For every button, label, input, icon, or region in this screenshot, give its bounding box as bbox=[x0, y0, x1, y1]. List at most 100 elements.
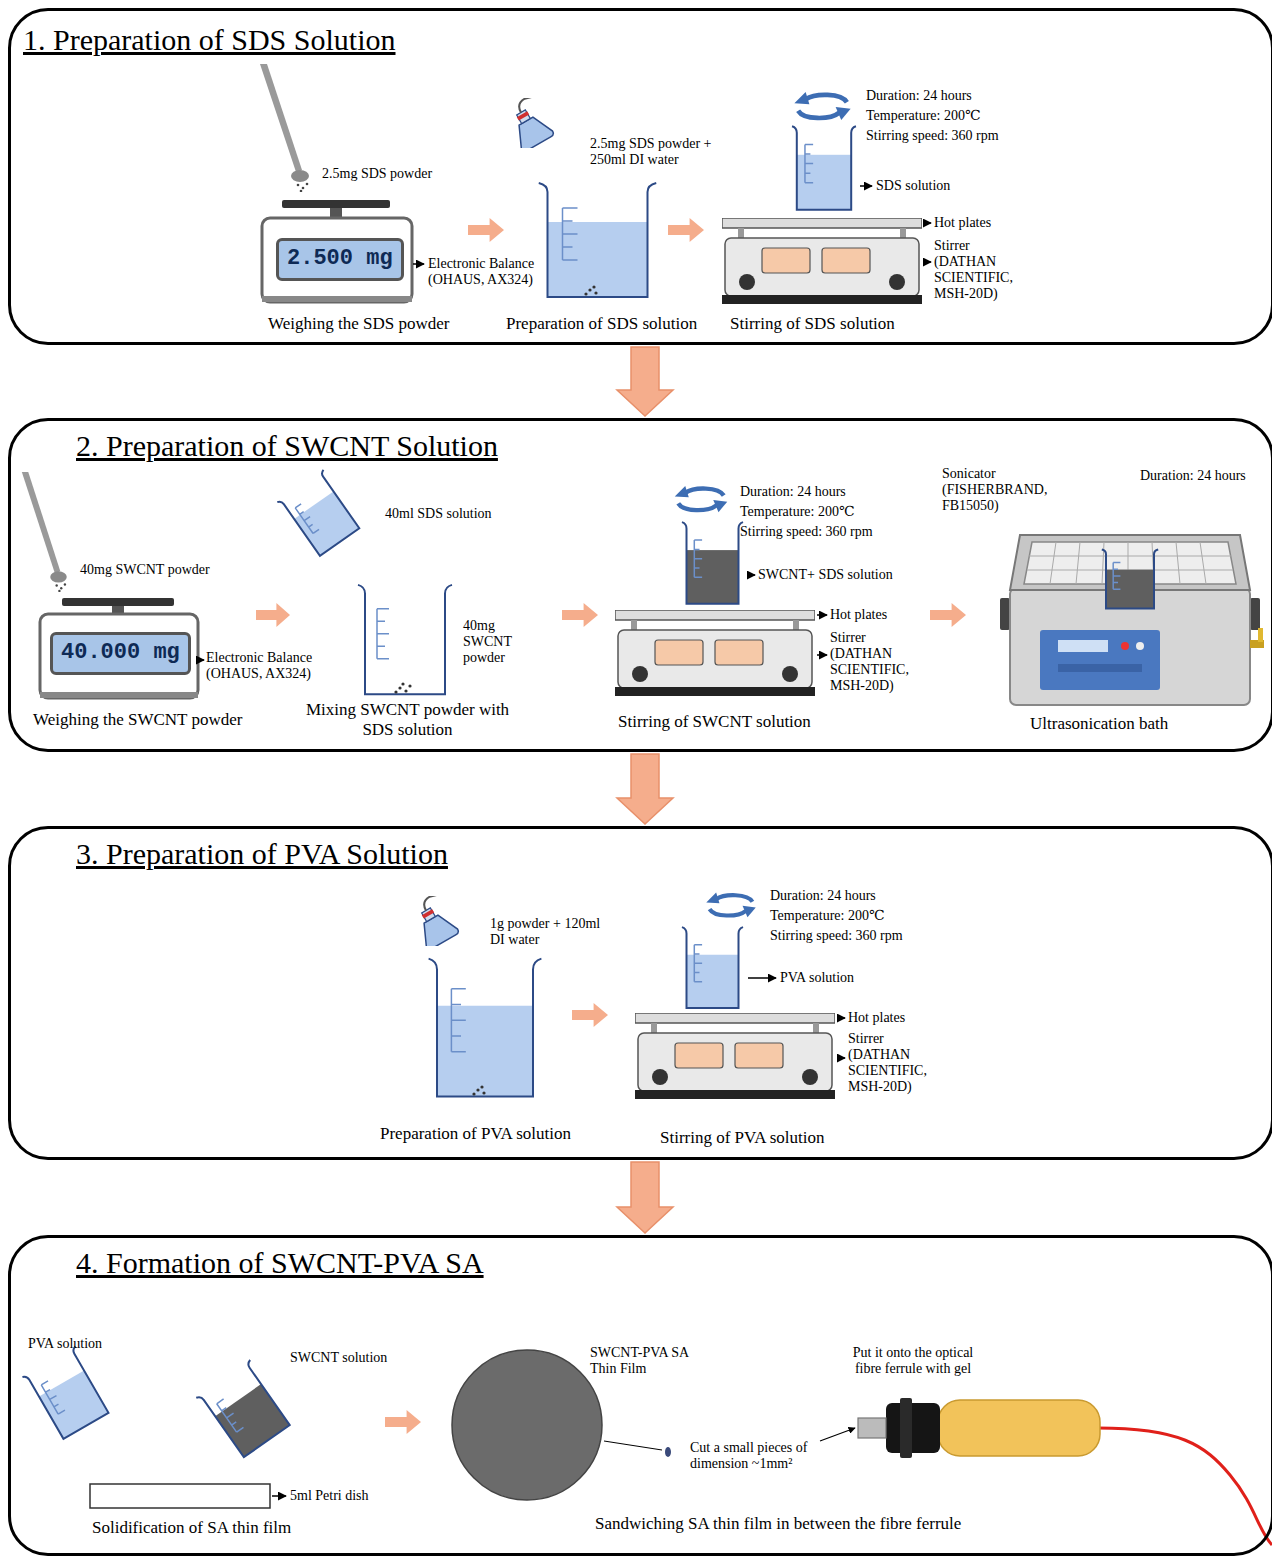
annotation-label: SWCNT+ SDS solution bbox=[758, 567, 893, 583]
flow-arrow bbox=[617, 1162, 673, 1233]
step-panel: 4. Formation of SWCNT-PVA SA bbox=[8, 1235, 1272, 1556]
beaker bbox=[394, 690, 397, 693]
step-panel: 2. Preparation of SWCNT Solution40.000 m… bbox=[8, 418, 1272, 752]
beaker bbox=[358, 585, 452, 694]
fibre-connector bbox=[886, 1403, 940, 1453]
panel-heading: 3. Preparation of PVA Solution bbox=[76, 837, 448, 872]
flow-arrow bbox=[930, 603, 966, 627]
leader-line bbox=[748, 977, 776, 979]
beaker bbox=[682, 927, 743, 1008]
flow-arrow bbox=[468, 218, 504, 242]
flow-arrow bbox=[468, 218, 504, 242]
step-caption: Weighing the SWCNT powder bbox=[33, 710, 242, 730]
leader-line bbox=[923, 261, 931, 263]
step-caption: Stirring of SWCNT solution bbox=[618, 712, 811, 732]
annotation-label: Duration: 24 hours bbox=[866, 88, 972, 104]
balance bbox=[262, 200, 412, 302]
balance-display: 2.500 mg bbox=[276, 238, 404, 281]
fibre-connector bbox=[900, 1398, 912, 1458]
fibre-connector bbox=[858, 1418, 886, 1438]
leader-line bbox=[860, 185, 872, 187]
annotation-label: Temperature: 200℃ bbox=[770, 908, 885, 924]
beaker bbox=[476, 1088, 479, 1091]
balance bbox=[262, 218, 412, 302]
leader-line bbox=[817, 654, 827, 656]
annotation-label: Stirrer (DATHAN SCIENTIFIC, MSH-20D) bbox=[848, 1031, 948, 1095]
annotation-label: Electronic Balance (OHAUS, AX324) bbox=[428, 256, 553, 288]
sonicator bbox=[1258, 628, 1263, 642]
leader-line bbox=[604, 1441, 662, 1450]
balance-display: 40.000 mg bbox=[50, 632, 191, 675]
fibre-connector bbox=[938, 1400, 1100, 1456]
wash-bottle bbox=[500, 92, 559, 153]
flow-arrow bbox=[930, 603, 966, 627]
annotation-label: 40mg SWCNT powder bbox=[80, 562, 210, 578]
sonicator bbox=[1121, 642, 1129, 650]
annotation-label: 2.5mg SDS powder + 250ml DI water bbox=[590, 136, 740, 168]
wash-bottle bbox=[405, 890, 464, 951]
annotation-label: SWCNT-PVA SA Thin Film bbox=[590, 1345, 710, 1377]
beaker bbox=[1102, 550, 1158, 609]
annotation-label: Hot plates bbox=[934, 215, 991, 231]
leader-line bbox=[817, 614, 827, 616]
step-caption: Sandwiching SA thin film in between the … bbox=[595, 1514, 961, 1534]
beaker bbox=[539, 183, 657, 297]
balance bbox=[282, 200, 390, 208]
step-caption: Stirring of PVA solution bbox=[660, 1128, 825, 1148]
leader-line bbox=[413, 263, 424, 265]
annotation-label: Sonicator (FISHERBRAND, FB15050) bbox=[942, 466, 1067, 514]
rotation-icon bbox=[794, 92, 850, 120]
flow-arrow bbox=[572, 1003, 608, 1027]
step-panel: 1. Preparation of SDS Solution 2.500 mg bbox=[8, 8, 1272, 345]
step-caption: Solidification of SA thin film bbox=[92, 1518, 291, 1538]
beaker bbox=[277, 470, 362, 558]
balance bbox=[262, 296, 412, 302]
flow-arrow bbox=[385, 1410, 421, 1434]
annotation-label: Temperature: 200℃ bbox=[866, 108, 981, 124]
sonicator bbox=[1000, 598, 1010, 630]
annotation-label: SWCNT solution bbox=[290, 1350, 387, 1366]
stirrer bbox=[722, 218, 922, 304]
leader-line bbox=[199, 659, 204, 661]
beaker bbox=[682, 522, 743, 604]
stirrer bbox=[635, 1013, 835, 1099]
flow-arrow bbox=[385, 1410, 421, 1434]
flow-arrow bbox=[668, 218, 704, 242]
balance bbox=[40, 614, 198, 698]
beaker bbox=[592, 285, 595, 288]
leader-line bbox=[747, 574, 755, 576]
annotation-label: Hot plates bbox=[848, 1010, 905, 1026]
annotation-label: Hot plates bbox=[830, 607, 887, 623]
beaker bbox=[196, 1360, 293, 1460]
flow-arrow bbox=[256, 603, 290, 627]
display-reading: 40.000 mg bbox=[61, 640, 180, 666]
beaker bbox=[22, 1346, 112, 1441]
stirrer bbox=[722, 218, 922, 304]
flow-arrow bbox=[562, 603, 598, 627]
flow-arrow bbox=[668, 218, 704, 242]
sonicator bbox=[1040, 630, 1160, 690]
step-panel: 3. Preparation of PVA Solution bbox=[8, 826, 1272, 1160]
annotation-label: PVA solution bbox=[28, 1336, 102, 1352]
flow-arrow bbox=[617, 754, 673, 824]
balance bbox=[40, 598, 198, 698]
stirrer bbox=[635, 1013, 835, 1099]
flow-arrow bbox=[562, 603, 598, 627]
annotation-label: Duration: 24 hours bbox=[770, 888, 876, 904]
beaker bbox=[429, 959, 542, 1097]
panel-heading: 1. Preparation of SDS Solution bbox=[23, 23, 396, 58]
beaker bbox=[398, 686, 401, 689]
annotation-label: Stirring speed: 360 rpm bbox=[770, 928, 903, 944]
rotation-icon bbox=[794, 92, 850, 120]
beaker bbox=[682, 927, 743, 1008]
panel-heading: 4. Formation of SWCNT-PVA SA bbox=[76, 1246, 484, 1281]
balance bbox=[40, 692, 198, 698]
leader-line bbox=[837, 1017, 845, 1019]
display-reading: 2.500 mg bbox=[287, 246, 393, 272]
sonicator bbox=[1250, 598, 1260, 630]
fibre-connector bbox=[1098, 1428, 1272, 1545]
film-piece bbox=[665, 1447, 671, 1457]
leader-line bbox=[820, 1428, 855, 1441]
stirrer bbox=[615, 610, 815, 696]
